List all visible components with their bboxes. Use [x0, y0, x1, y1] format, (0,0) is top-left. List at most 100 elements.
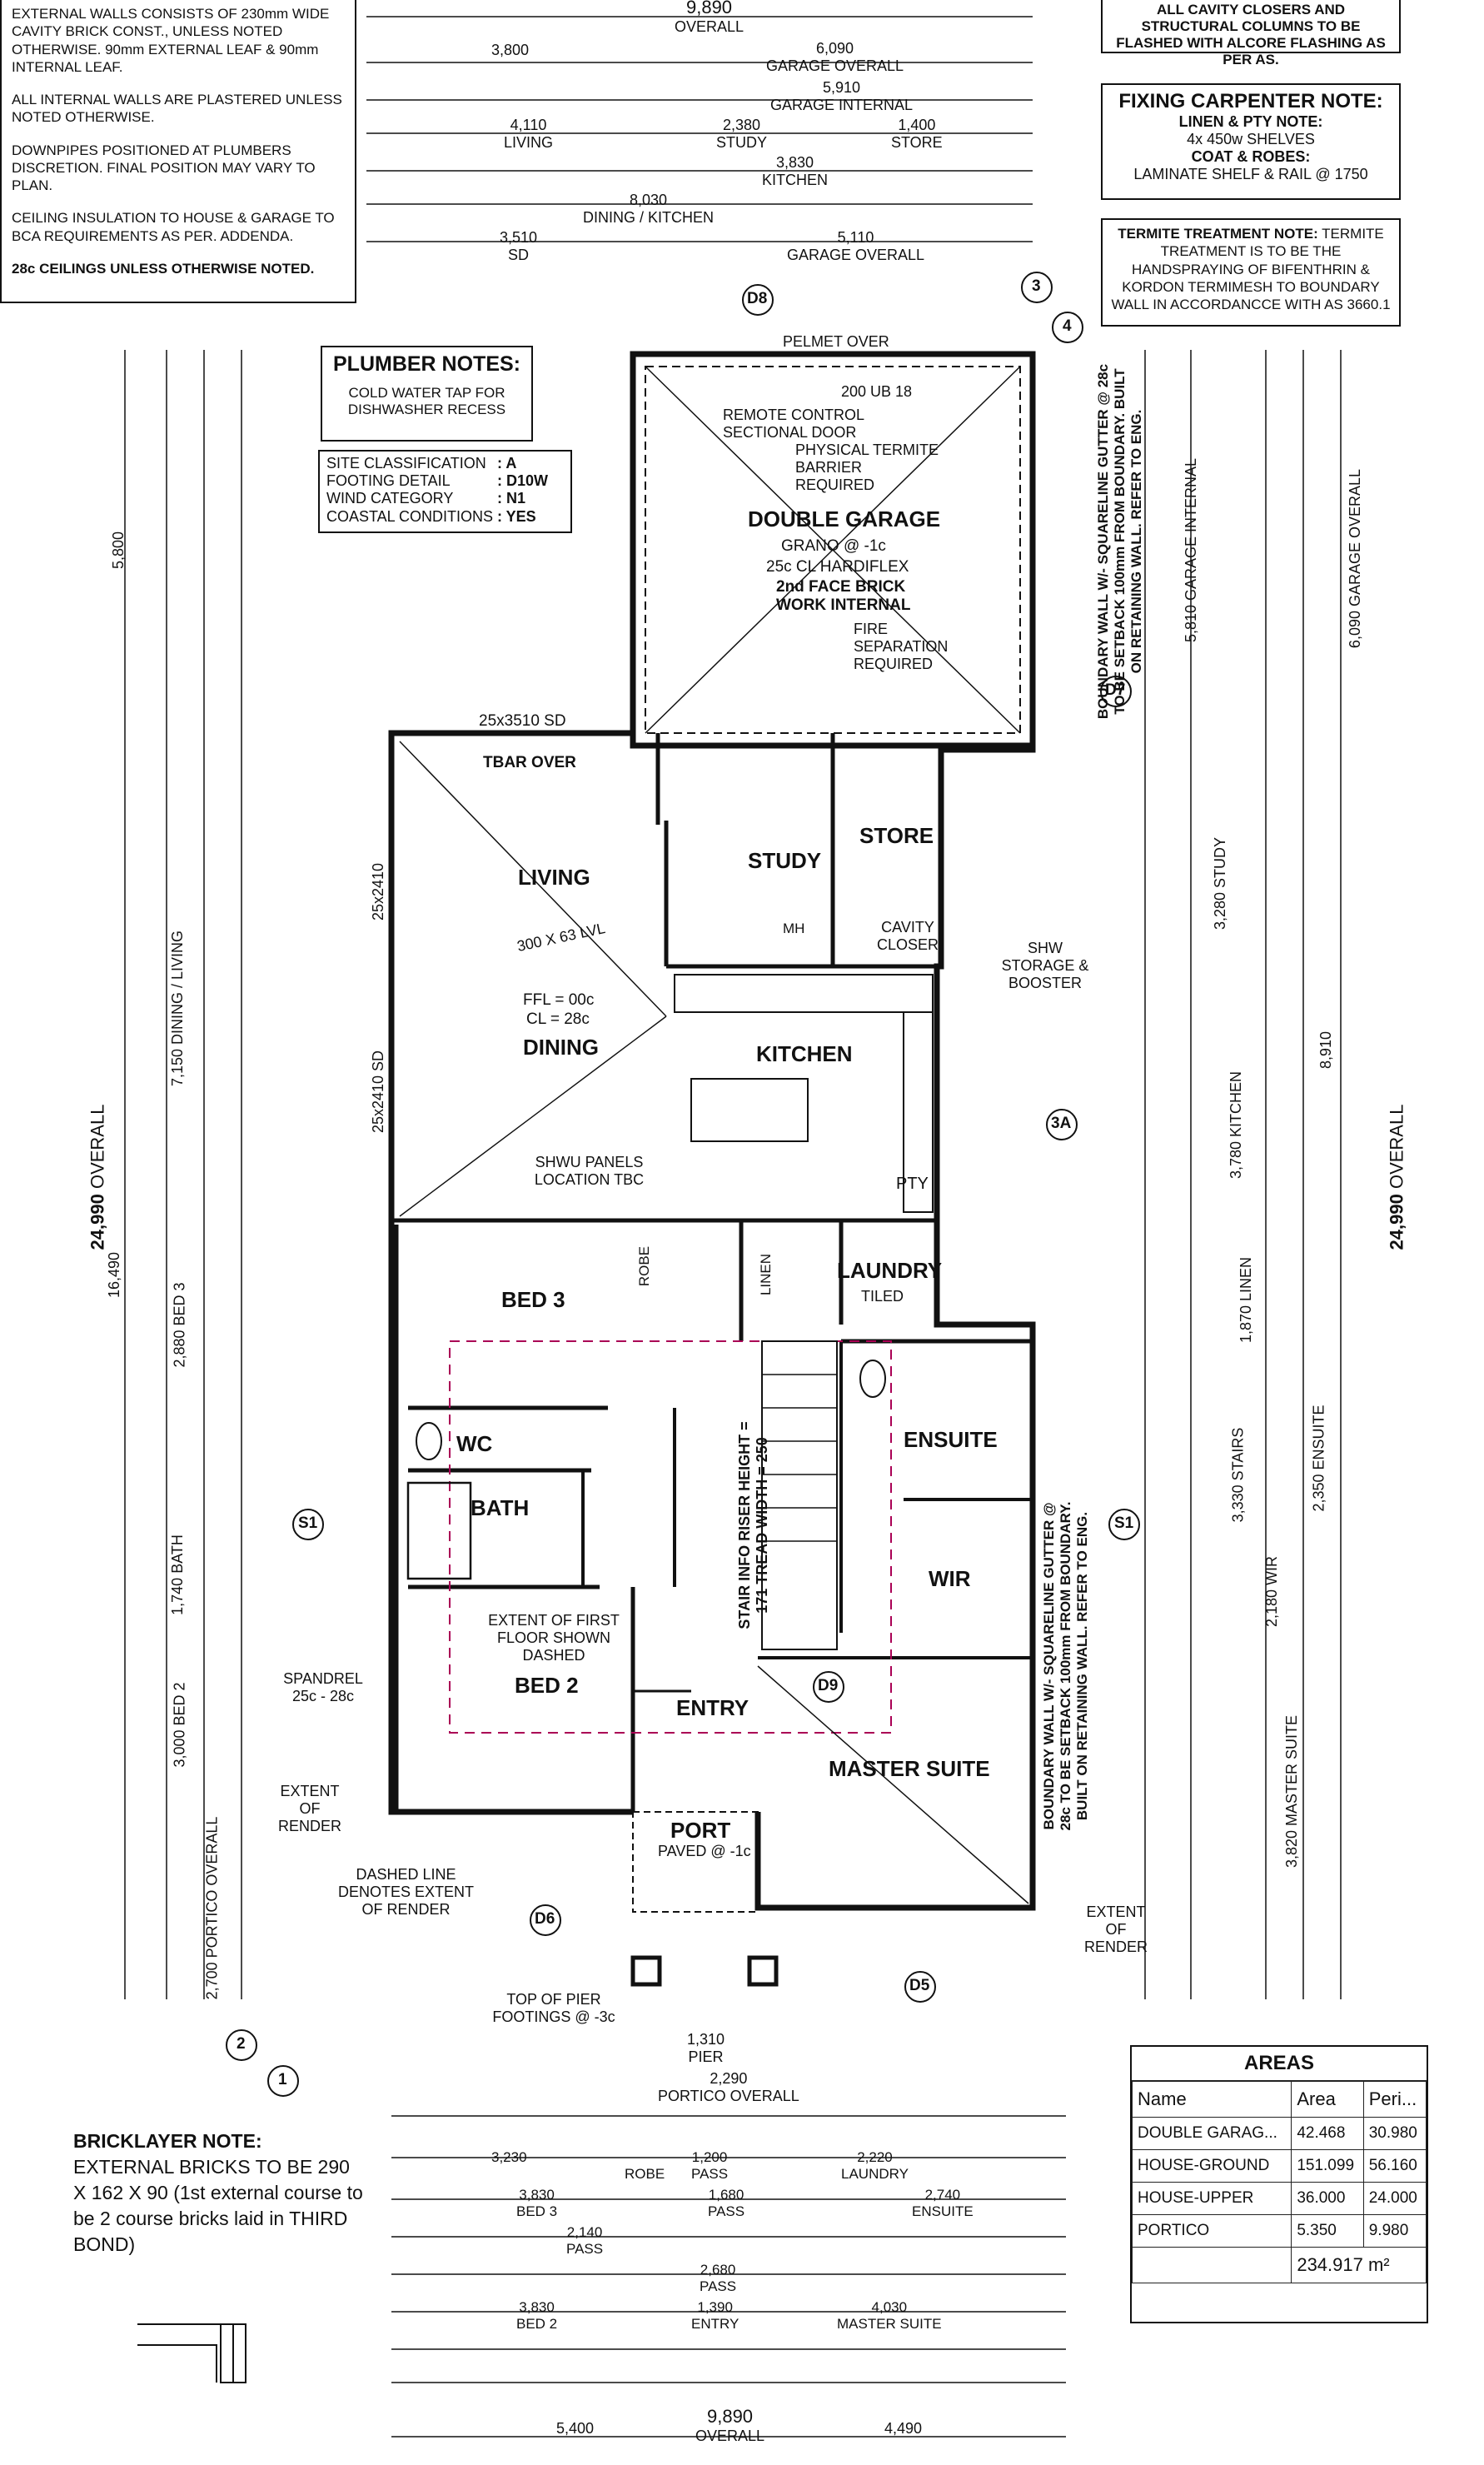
extent-first-floor-label: EXTENT OF FIRST FLOOR SHOWN DASHED [488, 1612, 620, 1664]
site-row: COASTAL CONDITIONS: YES [326, 507, 536, 525]
room-bed-2: BED 2 [515, 1673, 579, 1698]
garage-brick-note-2: WORK INTERNAL [776, 596, 911, 614]
garage-brick-note: 2nd FACE BRICK [776, 578, 906, 596]
lvl-living-label: 300 X 63 LVL [515, 920, 607, 955]
site-info-box: SITE CLASSIFICATION: A FOOTING DETAIL: D… [318, 450, 572, 533]
section-marker-d8: D8 [747, 290, 768, 307]
room-bed-3: BED 3 [501, 1287, 565, 1312]
plumber-notes-text: COLD WATER TAP FOR DISHWASHER RECESS [347, 385, 506, 417]
areas-grid: Name Area Peri... DOUBLE GARAG... 42.468… [1131, 2081, 1427, 2283]
section-marker-4: 4 [1063, 317, 1072, 335]
fixing-carpenter-title: FIXING CARPENTER NOTE: [1118, 90, 1383, 112]
areas-row: PORTICO 5.350 9.980 [1131, 2214, 1427, 2248]
note-ceilings: 28c CEILINGS UNLESS OTHERWISE NOTED. [12, 260, 315, 277]
section-marker-d6: D6 [535, 1910, 555, 1928]
room-portico: PORT [670, 1818, 731, 1843]
note-external-walls: EXTERNAL WALLS CONSISTS OF 230mm WIDE CA… [12, 6, 330, 75]
bricklayer-note: BRICKLAYER NOTE: EXTERNAL BRICKS TO BE 2… [73, 2128, 365, 2258]
note-downpipes: DOWNPIPES POSITIONED AT PLUMBERS DISCRET… [12, 142, 316, 194]
note-internal-walls: ALL INTERNAL WALLS ARE PLASTERED UNLESS … [12, 92, 342, 126]
dim-right-ensuite: 2,350 ENSUITE [1310, 1405, 1327, 1512]
room-kitchen: KITCHEN [756, 1041, 853, 1066]
linen-note-text: 4x 450w SHELVES [1187, 131, 1315, 147]
dim-right-kitchen: 3,780 KITCHEN [1228, 1070, 1245, 1180]
room-wc: WC [456, 1431, 493, 1456]
cl-label: CL = 28c [526, 1010, 590, 1028]
dim-left-portico: 2,700 PORTICO OVERALL [203, 1816, 221, 2000]
dim-left-5800: 5,800 [110, 531, 127, 570]
pelmet-label: PELMET OVER [783, 333, 889, 350]
areas-row: HOUSE-GROUND 151.099 56.160 [1131, 2149, 1427, 2183]
room-master-suite: MASTER SUITE [829, 1756, 990, 1781]
areas-total: 234.917 m² [1291, 2247, 1427, 2283]
linen-note-head: LINEN & PTY NOTE: [1178, 113, 1323, 130]
bricklayer-note-head: BRICKLAYER NOTE: [73, 2130, 262, 2152]
boundary-wall-note-master: BOUNDARY WALL W/- SQUARELINE GUTTER @ 28… [1041, 1501, 1090, 1831]
termite-barrier-label: PHYSICAL TERMITE BARRIER REQUIRED [795, 442, 939, 493]
section-marker-3a: 3A [1051, 1115, 1072, 1132]
dim-bottom-robe-sub: ROBE [625, 2166, 665, 2182]
coat-note-head: COAT & ROBES: [1191, 148, 1311, 165]
dim-left-overall: 24,990 OVERALL [87, 1104, 108, 1250]
termite-note-head: TERMITE TREATMENT NOTE: [1118, 226, 1318, 242]
room-linen: LINEN [758, 1253, 774, 1296]
room-study: STUDY [748, 848, 822, 873]
extent-render-right: EXTENT OF RENDER [1083, 1904, 1148, 1955]
top-pier-label: TOP OF PIER FOOTINGS @ -3c [492, 1991, 615, 2025]
dim-right-garage-overall: 6,090 GARAGE OVERALL [1347, 468, 1364, 649]
cavity-closer-label: CAVITY CLOSER [876, 919, 939, 953]
dim-bottom-robe: 3,230 [491, 2149, 527, 2165]
room-wir: WIR [929, 1566, 971, 1591]
areas-table: AREAS Name Area Peri... DOUBLE GARAG... … [1130, 2045, 1428, 2323]
section-marker-s1-left: S1 [298, 1514, 318, 1532]
dim-right-8910: 8,910 [1317, 1030, 1335, 1070]
fire-sep-label: FIRE SEPARATION REQUIRED [854, 621, 949, 672]
section-marker-d9: D9 [818, 1677, 839, 1694]
section-marker-d5: D5 [909, 1977, 930, 1994]
site-row: SITE CLASSIFICATION: A [326, 455, 517, 472]
site-row: FOOTING DETAIL: D10W [326, 472, 549, 490]
dim-right-master: 3,820 MASTER SUITE [1283, 1714, 1301, 1869]
note-ceiling-insulation: CEILING INSULATION TO HOUSE & GARAGE TO … [12, 210, 335, 244]
room-dining: DINING [523, 1035, 599, 1060]
termite-note-text: TERMITE TREATMENT IS TO BE THE HANDSPRAY… [1111, 226, 1391, 312]
plumber-notes-title: PLUMBER NOTES: [333, 352, 520, 376]
dim-left-bath: 1,740 BATH [168, 1534, 186, 1615]
dim-right-linen: 1,870 LINEN [1237, 1256, 1255, 1344]
sd-top-label: 25x3510 SD [479, 712, 566, 730]
dim-right-overall: 24,990 OVERALL [1386, 1104, 1407, 1250]
stair-info-label: STAIR INFO RISER HEIGHT = 171 TREAD WIDT… [736, 1421, 770, 1629]
dim-right-stairs: 3,330 STAIRS [1229, 1427, 1247, 1523]
site-row: WIND CATEGORY: N1 [326, 490, 526, 507]
dim-left-dining-living: 7,150 DINING / LIVING [169, 930, 187, 1087]
window-living-label: 25x2410 [370, 862, 387, 921]
boundary-wall-note-garage: BOUNDARY WALL W/- SQUARELINE GUTTER @ 28… [1095, 363, 1144, 720]
garage-ceiling-note: 25c CL HARDIFLEX [766, 558, 909, 576]
ub18-label: 200 UB 18 [841, 383, 913, 400]
room-living: LIVING [518, 865, 590, 890]
room-laundry: LAUNDRY [837, 1258, 943, 1283]
dim-right-garage-internal: 5,810 GARAGE INTERNAL [1183, 457, 1200, 643]
portico-floor-note: PAVED @ -1c [658, 1843, 751, 1859]
tiled-label: TILED [861, 1288, 904, 1305]
room-pantry: PTY [896, 1175, 929, 1193]
room-double-garage: DOUBLE GARAGE [748, 506, 941, 531]
section-marker-s1-right: S1 [1114, 1514, 1134, 1532]
brick-bond-detail [137, 2323, 247, 2383]
